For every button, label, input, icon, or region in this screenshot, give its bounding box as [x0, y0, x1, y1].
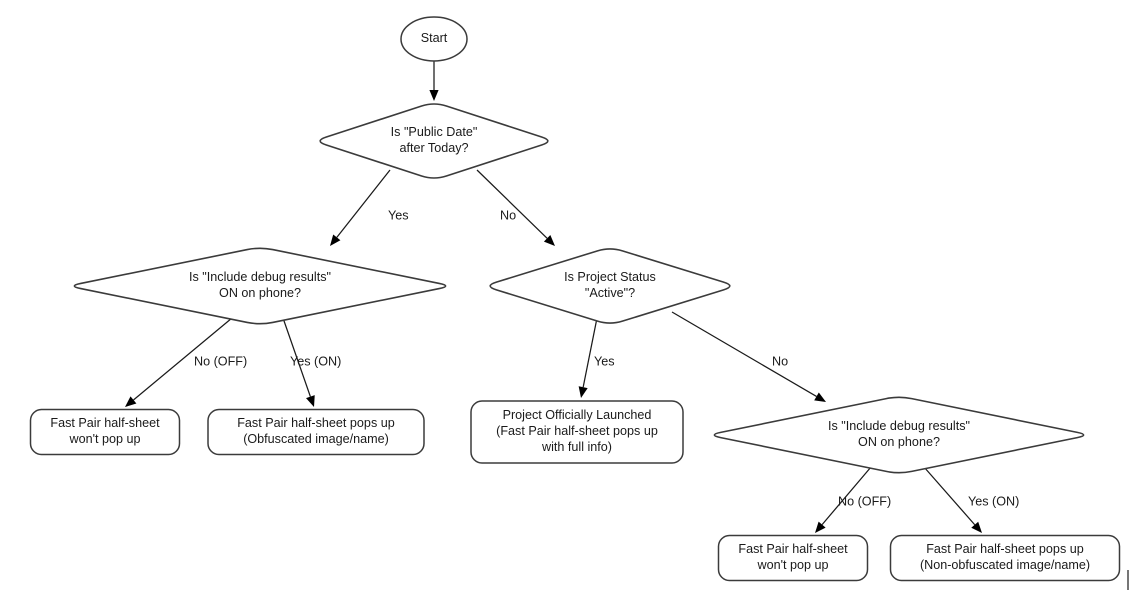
edge-debug-right-no-off	[815, 466, 872, 533]
edge-debug-left-no-off-label: No (OFF)	[194, 354, 247, 368]
node-public-date-decision[interactable]: Is "Public Date"after Today?	[319, 103, 549, 179]
node-start-shape	[400, 16, 468, 62]
edge-debug-left-no-off	[125, 317, 233, 407]
node-project-status-decision[interactable]: Is Project Status"Active"?	[489, 248, 731, 324]
edge-public-date-no-arrowhead-icon	[543, 235, 555, 246]
node-half-sheet-non-obfuscated-shape	[889, 534, 1121, 582]
node-half-sheet-wont-pop-up-left-shape	[29, 408, 181, 456]
node-half-sheet-non-obfuscated-label: Fast Pair half-sheet pops up(Non-obfusca…	[920, 542, 1090, 572]
edge-layer	[125, 61, 982, 533]
edge-project-status-no-label: No	[772, 354, 788, 368]
node-debug-results-decision-left-shape	[73, 247, 447, 325]
edge-project-status-yes-arrowhead-icon	[578, 386, 588, 398]
node-project-status-decision-shape	[489, 248, 731, 324]
node-project-officially-launched-shape	[470, 400, 684, 464]
edge-debug-left-no-off-line	[133, 317, 233, 401]
edge-start-to-public-date-arrowhead-icon	[429, 90, 439, 101]
edge-public-date-yes	[330, 169, 391, 246]
edge-debug-left-yes-on-arrowhead-icon	[306, 395, 315, 407]
edge-debug-right-no-off-line	[821, 466, 872, 526]
node-public-date-decision-label: Is "Public Date"after Today?	[391, 125, 478, 155]
node-half-sheet-obfuscated-label: Fast Pair half-sheet pops up(Obfuscated …	[237, 416, 395, 446]
node-debug-results-decision-right-shape	[713, 396, 1085, 474]
node-debug-results-decision-left[interactable]: Is "Include debug results"ON on phone?	[73, 247, 447, 325]
edge-project-status-yes	[578, 317, 598, 398]
edge-project-status-no	[671, 311, 826, 402]
node-debug-results-decision-right[interactable]: Is "Include debug results"ON on phone?	[713, 396, 1085, 474]
node-public-date-decision-shape	[319, 103, 549, 179]
edge-project-status-no-line	[671, 311, 817, 397]
edge-debug-left-yes-on-line	[282, 317, 311, 397]
node-debug-results-decision-left-label: Is "Include debug results"ON on phone?	[189, 270, 331, 300]
edge-public-date-no-line	[476, 169, 548, 239]
edge-public-date-no	[476, 169, 555, 246]
edge-debug-right-yes-on-arrowhead-icon	[971, 521, 982, 533]
edge-debug-right-yes-on-line	[923, 466, 976, 526]
edge-public-date-yes-arrowhead-icon	[330, 234, 341, 246]
edge-project-status-yes-line	[582, 317, 598, 388]
edge-debug-right-no-off-arrowhead-icon	[815, 521, 826, 533]
node-project-officially-launched-label: Project Officially Launched(Fast Pair ha…	[496, 408, 658, 454]
node-half-sheet-non-obfuscated[interactable]: Fast Pair half-sheet pops up(Non-obfusca…	[889, 534, 1121, 582]
node-half-sheet-wont-pop-up-right-shape	[717, 534, 869, 582]
node-half-sheet-obfuscated[interactable]: Fast Pair half-sheet pops up(Obfuscated …	[207, 408, 425, 456]
node-start-label: Start	[421, 31, 448, 45]
edge-debug-left-no-off-arrowhead-icon	[125, 396, 137, 407]
edge-public-date-yes-label: Yes	[388, 208, 409, 222]
edge-start-to-public-date	[429, 61, 439, 101]
node-project-officially-launched[interactable]: Project Officially Launched(Fast Pair ha…	[470, 400, 684, 464]
edge-debug-right-no-off-label: No (OFF)	[838, 494, 891, 508]
node-debug-results-decision-right-label: Is "Include debug results"ON on phone?	[828, 419, 970, 449]
node-project-status-decision-label: Is Project Status"Active"?	[564, 270, 656, 300]
node-half-sheet-obfuscated-shape	[207, 408, 425, 456]
edge-debug-right-yes-on-label: Yes (ON)	[968, 494, 1019, 508]
edge-public-date-yes-line	[336, 169, 391, 238]
edge-project-status-no-arrowhead-icon	[814, 392, 826, 402]
edge-debug-left-yes-on-label: Yes (ON)	[290, 354, 341, 368]
edge-public-date-no-label: No	[500, 208, 516, 222]
edge-project-status-yes-label: Yes	[594, 354, 615, 368]
edge-debug-left-yes-on	[282, 317, 315, 407]
edge-debug-right-yes-on	[923, 466, 982, 533]
node-layer: Start Is "Public Date"after Today? Is "Inc…	[29, 16, 1121, 582]
node-start[interactable]: Start	[400, 16, 468, 62]
